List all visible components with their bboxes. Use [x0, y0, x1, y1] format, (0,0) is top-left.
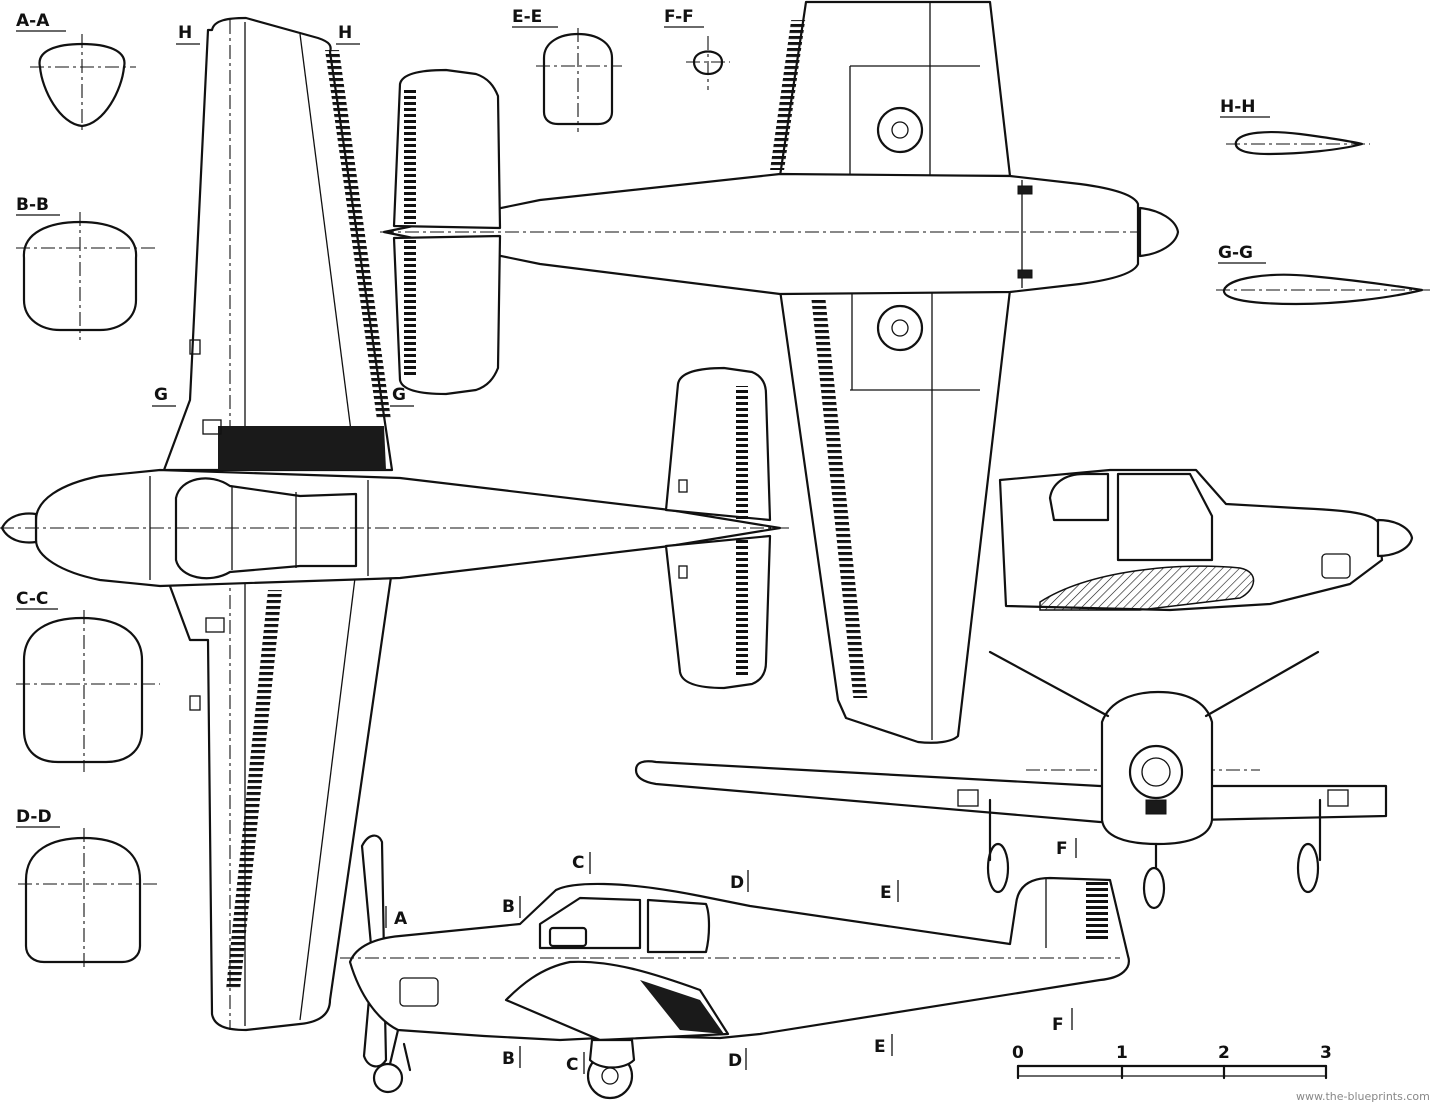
section-bb-shape [22, 220, 138, 332]
wing-mark-g-left: G [154, 385, 168, 405]
section-ff: F-F [664, 7, 730, 90]
cabin-door-front [1116, 472, 1214, 562]
top-view-lower-wing [162, 568, 394, 1032]
section-aa: A-A [16, 11, 136, 132]
section-bb: B-B [16, 195, 156, 340]
top-wing-slot-row-lower [225, 590, 282, 990]
wing-mark-g-right: G [392, 385, 406, 405]
side-mark-d-bottom: D [728, 1051, 742, 1071]
bottom-view-spinner [1138, 206, 1180, 258]
section-dd-label: D-D [16, 807, 52, 827]
top-view-canopy [174, 477, 358, 580]
top-view-tail-upper [664, 366, 772, 522]
side-view-window-rear [646, 898, 711, 954]
front-view-nose-wheel [1142, 866, 1166, 910]
scale-tick-3: 3 [1320, 1043, 1332, 1063]
side-mark-c-top: C [572, 853, 584, 873]
section-dd: D-D [16, 807, 158, 970]
bottom-view-wheel-upper [876, 106, 924, 154]
scale-tick-1: 1 [1116, 1043, 1128, 1063]
front-view-right-wheel [1296, 842, 1320, 894]
side-view-window-front [538, 896, 642, 950]
side-mark-c-bottom: C [566, 1055, 578, 1075]
section-ee-shape [542, 32, 614, 126]
front-view-fuselage [1100, 690, 1214, 846]
bottom-view-tail-lower [392, 234, 502, 396]
side-view-propeller-upper [360, 834, 386, 958]
cabin-window-rear [1048, 472, 1110, 522]
bottom-view-wheel-lower [876, 304, 924, 352]
scale-tick-0: 0 [1012, 1043, 1024, 1063]
side-mark-f: F [1052, 1015, 1064, 1035]
wing-mark-h-left: H [178, 23, 192, 43]
section-aa-label: A-A [16, 11, 50, 31]
watermark: www.the-blueprints.com [1296, 1090, 1430, 1103]
side-mark-e-bottom: E [874, 1037, 886, 1057]
tail-slot-row-lower [736, 540, 748, 676]
side-mark-d-top: D [730, 873, 744, 893]
side-view-intake [399, 977, 439, 1007]
cabin-detail-view [998, 468, 1414, 612]
airfoil-hh-shape [1234, 130, 1364, 156]
side-view-nose-wheel [372, 1062, 404, 1094]
side-view-wing-dark-strip [640, 980, 724, 1034]
top-wing-slot-row-upper [325, 50, 392, 420]
scale-tick-2: 2 [1218, 1043, 1230, 1063]
side-mark-b-bottom: B [502, 1049, 515, 1069]
bottom-wing-slot-row-lower [811, 298, 868, 698]
section-hh: H-H [1220, 97, 1370, 156]
section-cc-label: C-C [16, 589, 48, 609]
wing-mark-h-right: H [338, 23, 352, 43]
section-cc: C-C [16, 589, 160, 772]
section-dd-shape [24, 836, 142, 964]
bottom-view-aircraft [380, 0, 1180, 744]
scale-bar: 0 1 2 3 [1012, 1043, 1332, 1080]
side-mark-a: A [394, 909, 408, 929]
section-bb-label: B-B [16, 195, 49, 215]
side-mark-e-top: E [880, 883, 892, 903]
cabin-intake [1321, 553, 1351, 579]
top-view-aircraft: H H G G [0, 16, 790, 1032]
bottom-view-fuselage [382, 172, 1140, 296]
bottom-wing-slot-row-upper [770, 20, 806, 170]
bottom-tail-slot-row-upper [404, 88, 416, 224]
cabin-fuselage-section [998, 468, 1384, 612]
bottom-view-lower-wing [778, 288, 1012, 744]
section-cc-shape [22, 616, 144, 764]
section-ee: E-E [512, 7, 622, 132]
bottom-view-tail-upper [392, 68, 502, 230]
section-ee-label: E-E [512, 7, 542, 27]
tail-slot-row-upper [736, 386, 748, 522]
side-mark-b-top: B [502, 897, 515, 917]
section-gg-label: G-G [1218, 243, 1253, 263]
front-view-spinner-disc [1128, 744, 1184, 800]
front-view-wing [634, 760, 1388, 824]
airfoil-gg-shape [1222, 273, 1424, 306]
cabin-wing-root-hatched [1039, 565, 1255, 611]
side-view-fuselage [348, 876, 1130, 1042]
section-gg: G-G [1216, 243, 1430, 306]
bottom-tail-slot-row-lower [404, 240, 416, 376]
wing-walkway-dark [218, 426, 386, 470]
front-view-aircraft: F [634, 650, 1388, 910]
bottom-view-upper-wing [778, 0, 1012, 178]
top-view-tail-lower [664, 534, 772, 690]
section-ff-label: F-F [664, 7, 694, 27]
front-view-left-wheel [986, 842, 1010, 894]
section-hh-label: H-H [1220, 97, 1256, 117]
front-mark-f: F [1056, 839, 1068, 859]
cabin-spinner [1376, 518, 1414, 558]
side-view-fin-slots [1086, 880, 1108, 940]
side-view-aircraft: A B B C C D D E E F [340, 834, 1130, 1100]
